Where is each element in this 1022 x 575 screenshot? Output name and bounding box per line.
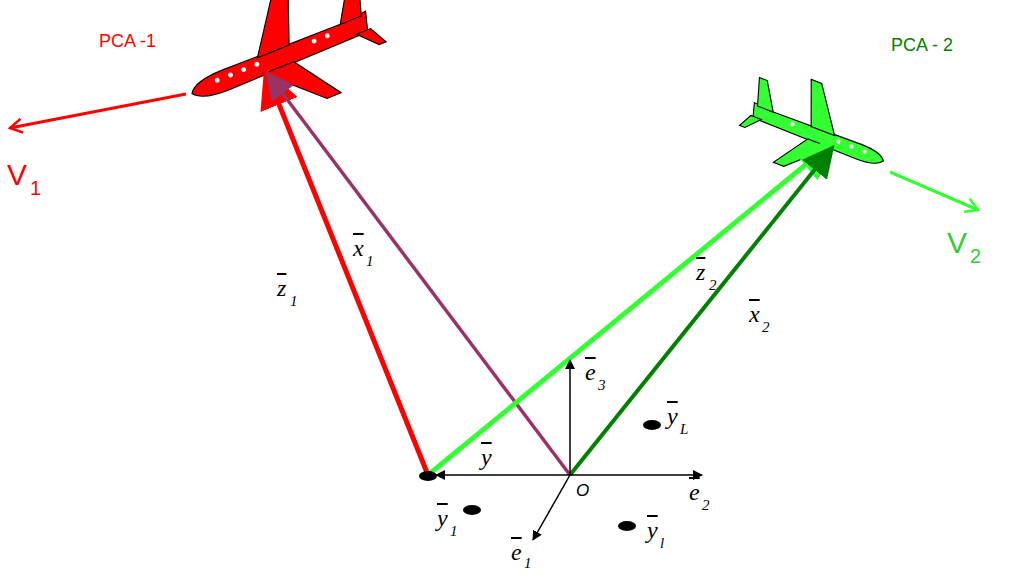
subscript: 2 [761,320,771,335]
vector-label: z [695,260,706,284]
vector-z1 [266,72,428,475]
sensor-label: y [646,518,659,542]
sensor-dot [643,420,661,430]
velocity-arrow [890,172,978,210]
velocity-label: V [946,228,968,258]
subscript: 1 [523,556,533,571]
aircraft-label: PCA - 2 [890,36,954,54]
subscript: 1 [29,178,42,198]
aircraft-red [166,0,397,145]
axis-label: e [510,540,523,564]
vector-label: y [480,445,493,469]
subscript: 1 [365,254,375,269]
aircraft-green [732,61,902,199]
subscript: 2 [701,498,711,513]
sensor-dot [618,521,636,531]
aircraft-label: PCA -1 [98,32,157,50]
axis-arrow [436,474,570,476]
vector-x1 [268,74,570,475]
vector-x2 [570,148,832,475]
axis-label: e [688,480,701,504]
axis-arrow [569,360,571,475]
subscript: 2 [969,246,982,266]
subscript: L [679,422,689,437]
subscript: 1 [289,294,299,309]
subscript: 2 [708,278,718,293]
sensor-label: y [436,506,449,530]
subscript: l [659,536,665,551]
velocity-arrow [10,94,186,128]
velocity-label: V [6,160,28,190]
sensor-dot [463,505,481,515]
axis-label: e [584,360,597,384]
subscript: 1 [449,524,459,539]
vector-label: x [352,236,365,260]
sensor-dot [419,471,437,481]
vector-label: x [748,302,761,326]
axis-arrow [533,475,570,540]
origin-label: O [575,482,590,499]
vector-z2 [428,143,832,475]
vector-label: z [276,276,287,300]
axis-arrow [570,474,702,476]
subscript: 3 [597,378,607,393]
sensor-label: y [666,404,679,428]
